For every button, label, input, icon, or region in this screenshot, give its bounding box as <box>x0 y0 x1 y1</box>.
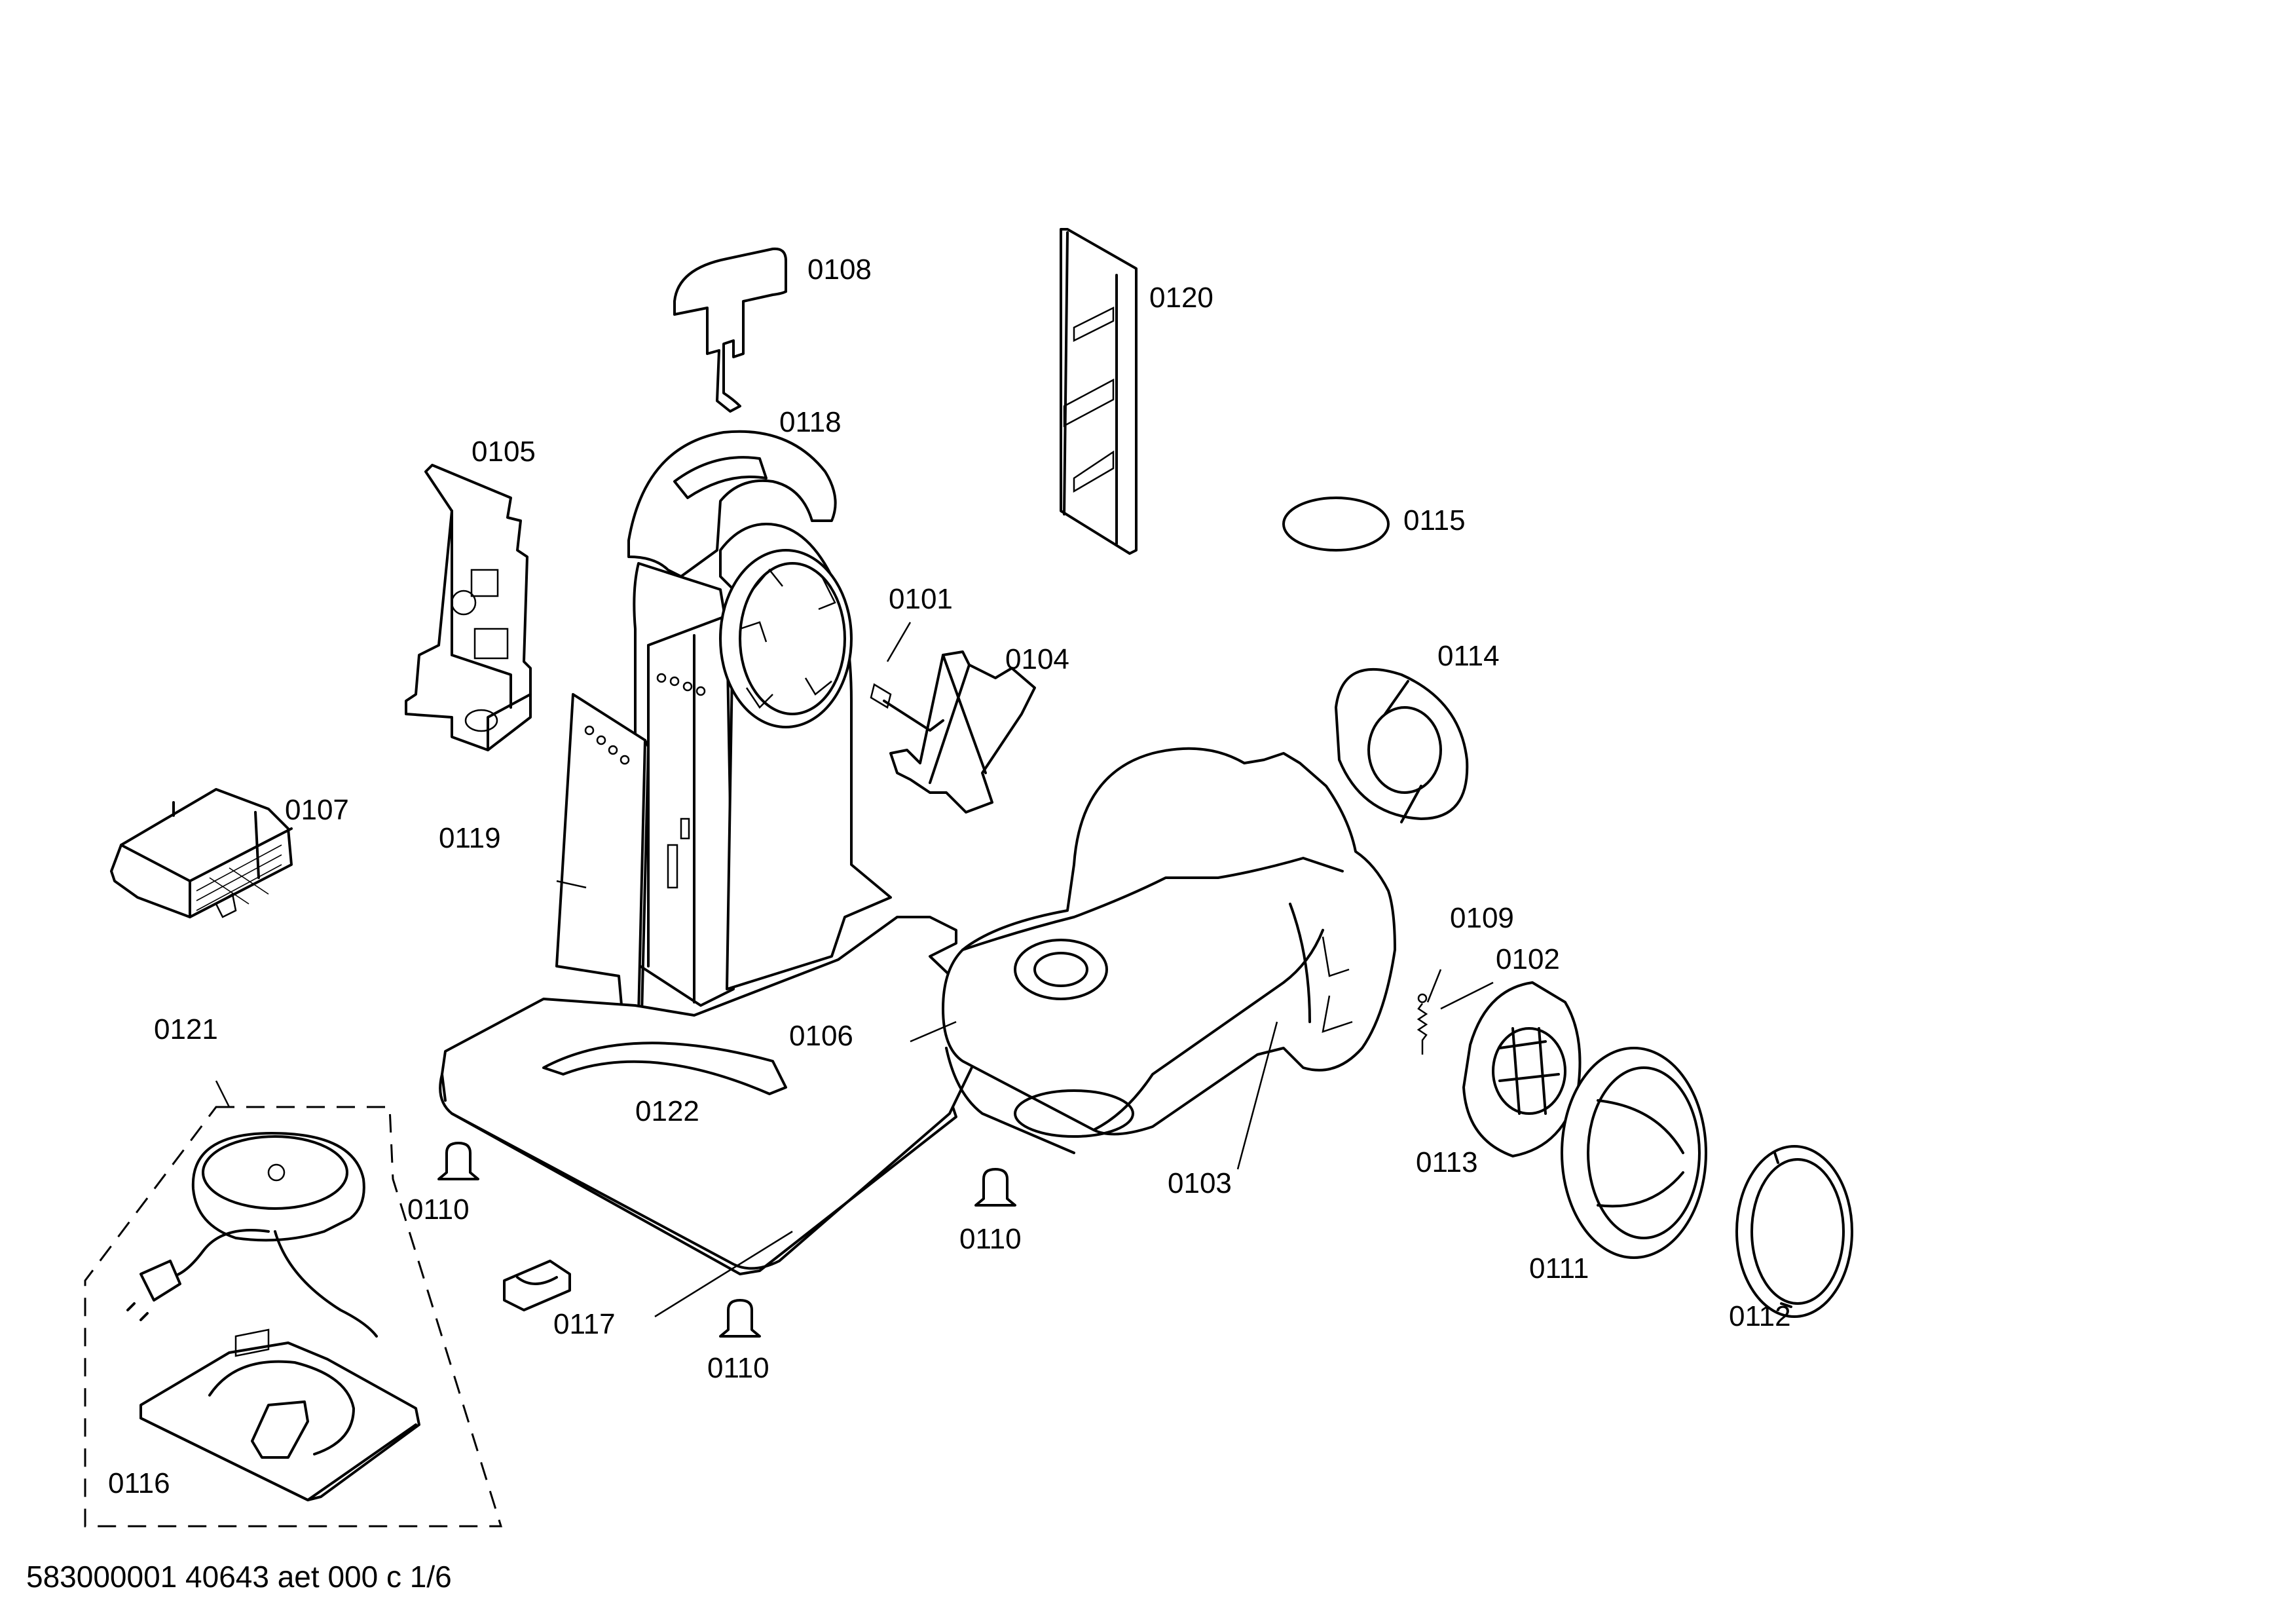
document-reference: 583000001 40643 aet 000 c 1/6 <box>26 1560 452 1594</box>
callout-0103: 0103 <box>1168 1167 1232 1199</box>
callout-0114: 0114 <box>1437 640 1500 672</box>
part-0117-clip <box>503 1260 571 1311</box>
callout-0112: 0112 <box>1729 1300 1791 1332</box>
callout-0101: 0101 <box>889 583 953 615</box>
callout-0105: 0105 <box>472 436 536 468</box>
callout-0110c: 0110 <box>707 1352 769 1384</box>
part-0110-foot-b <box>974 1168 1016 1207</box>
callout-0106: 0106 <box>789 1020 853 1052</box>
callout-0122: 0122 <box>635 1095 699 1127</box>
callout-0102: 0102 <box>1496 943 1560 975</box>
part-0112-snap-ring <box>1735 1145 1853 1318</box>
part-0109-spring <box>1416 993 1428 1055</box>
part-0122-base <box>439 916 997 1275</box>
leader-lines <box>215 622 1494 1318</box>
callout-0118: 0118 <box>779 406 842 438</box>
part-0115-disc <box>1282 497 1390 552</box>
part-0121-motor-disc <box>126 1132 378 1338</box>
part-0104-coupler <box>870 650 1036 814</box>
part-0110-foot-a <box>437 1142 479 1180</box>
callout-0121: 0121 <box>154 1013 218 1045</box>
part-0111-front-ring <box>1561 1047 1707 1259</box>
callout-0117: 0117 <box>553 1308 616 1340</box>
part-0105-circuit-board <box>405 464 532 751</box>
part-0114-ring <box>1335 667 1469 823</box>
callout-0115: 0115 <box>1403 504 1466 536</box>
part-0116-bottom-housing <box>139 1328 420 1501</box>
callout-0119: 0119 <box>439 822 501 854</box>
callout-0113: 0113 <box>1416 1146 1478 1178</box>
part-0119-cover-plate <box>555 693 650 1017</box>
part-0120-rail <box>1060 228 1138 555</box>
part-0106-motor-housing <box>942 747 1396 1154</box>
callout-0120: 0120 <box>1149 282 1213 314</box>
part-0118-column <box>627 430 892 1007</box>
callout-0108: 0108 <box>807 253 872 286</box>
callout-0116: 0116 <box>108 1467 170 1499</box>
part-0110-foot-c <box>719 1299 761 1338</box>
callout-0111: 0111 <box>1529 1252 1589 1285</box>
callout-0110b: 0110 <box>959 1223 1022 1255</box>
part-0121-group-outline <box>84 1106 503 1528</box>
callout-0107: 0107 <box>285 794 349 826</box>
callout-0104: 0104 <box>1005 643 1069 675</box>
part-0108-cap <box>673 247 787 413</box>
callout-0109: 0109 <box>1450 902 1514 934</box>
part-0107-holder <box>110 788 293 918</box>
callout-0110a: 0110 <box>407 1193 470 1226</box>
part-0113-gear <box>1462 981 1582 1157</box>
